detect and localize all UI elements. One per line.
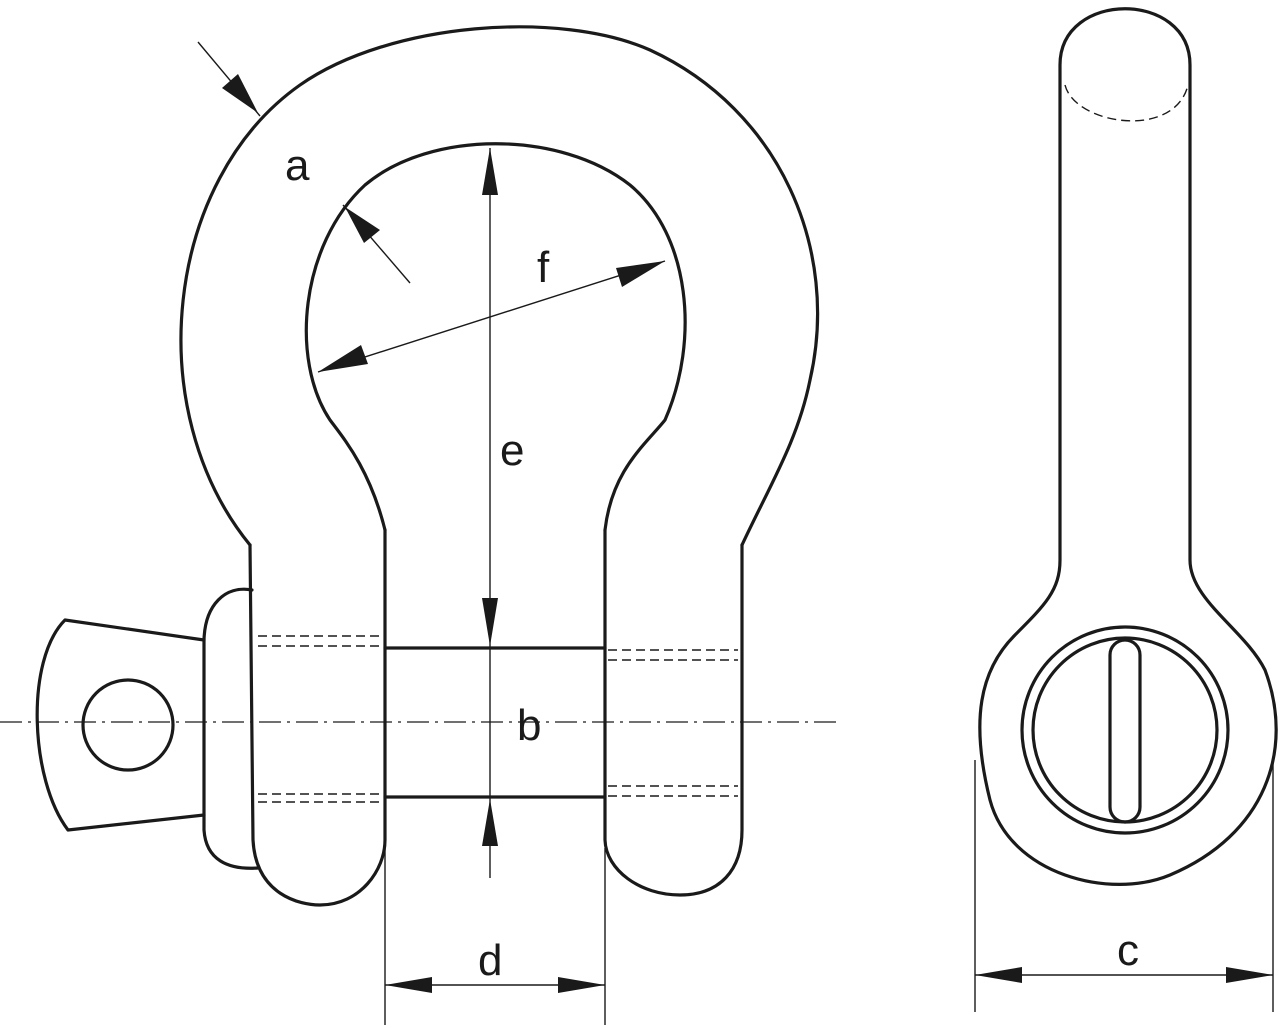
side-view: c: [974, 7, 1278, 1012]
side-profile-outline: [978, 7, 1278, 886]
label-d: d: [478, 936, 502, 985]
dimension-d: d: [384, 848, 606, 1025]
dimension-e: e: [482, 148, 524, 648]
dimension-a: a: [197, 41, 411, 284]
dimension-f: f: [317, 243, 666, 373]
bow-outer-outline: [179, 25, 820, 547]
pin-hole: [81, 678, 175, 772]
pin-collar: [202, 587, 260, 870]
label-a: a: [285, 141, 310, 190]
dimension-c: c: [974, 760, 1274, 1012]
right-leg: [603, 528, 744, 897]
front-view: a e b f d: [0, 25, 840, 1025]
left-leg: [248, 528, 387, 907]
pin-outer-ring: [1020, 625, 1230, 835]
bow-inner-outline: [304, 142, 687, 532]
label-c: c: [1117, 926, 1139, 975]
label-f: f: [537, 243, 550, 292]
label-e: e: [500, 426, 524, 475]
pin-head: [35, 618, 206, 832]
hidden-arc: [1064, 84, 1189, 122]
dimension-b: b: [482, 648, 541, 878]
pin-slot: [1108, 638, 1142, 824]
label-b: b: [517, 701, 541, 750]
pin-inner-ring: [1031, 636, 1219, 824]
